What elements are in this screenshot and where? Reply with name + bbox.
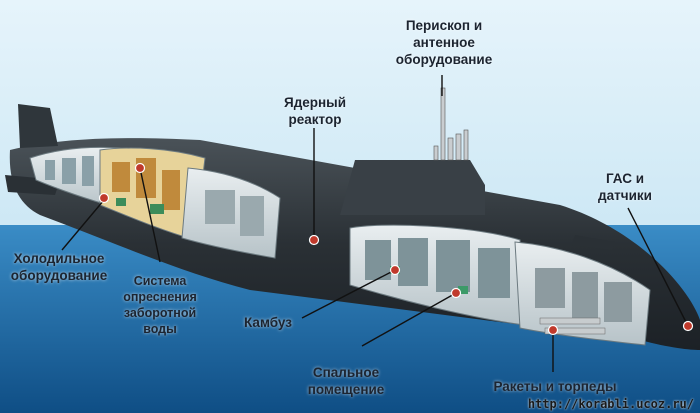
marker-reactor <box>310 236 319 245</box>
marker-desalination <box>136 164 145 173</box>
label-periscope: Перископ и антенное оборудование <box>384 17 504 68</box>
label-desalination: Система опреснения заборотной воды <box>114 273 206 337</box>
marker-galley <box>391 266 400 275</box>
label-sonar: ГАС и датчики <box>585 170 665 204</box>
label-galley: Камбуз <box>236 314 300 331</box>
label-refrigeration: Холодильное оборудование <box>0 250 118 284</box>
label-reactor: Ядерный реактор <box>270 94 360 128</box>
watermark: http://korabli.ucoz.ru/ <box>528 397 694 411</box>
conning-tower <box>340 160 485 215</box>
marker-sonar <box>684 322 693 331</box>
marker-sleeping <box>452 289 461 298</box>
marker-weapons <box>549 326 558 335</box>
marker-refrigeration <box>100 194 109 203</box>
label-weapons: Ракеты и торпеды <box>482 378 628 395</box>
label-sleeping: Спальное помещение <box>296 364 396 398</box>
